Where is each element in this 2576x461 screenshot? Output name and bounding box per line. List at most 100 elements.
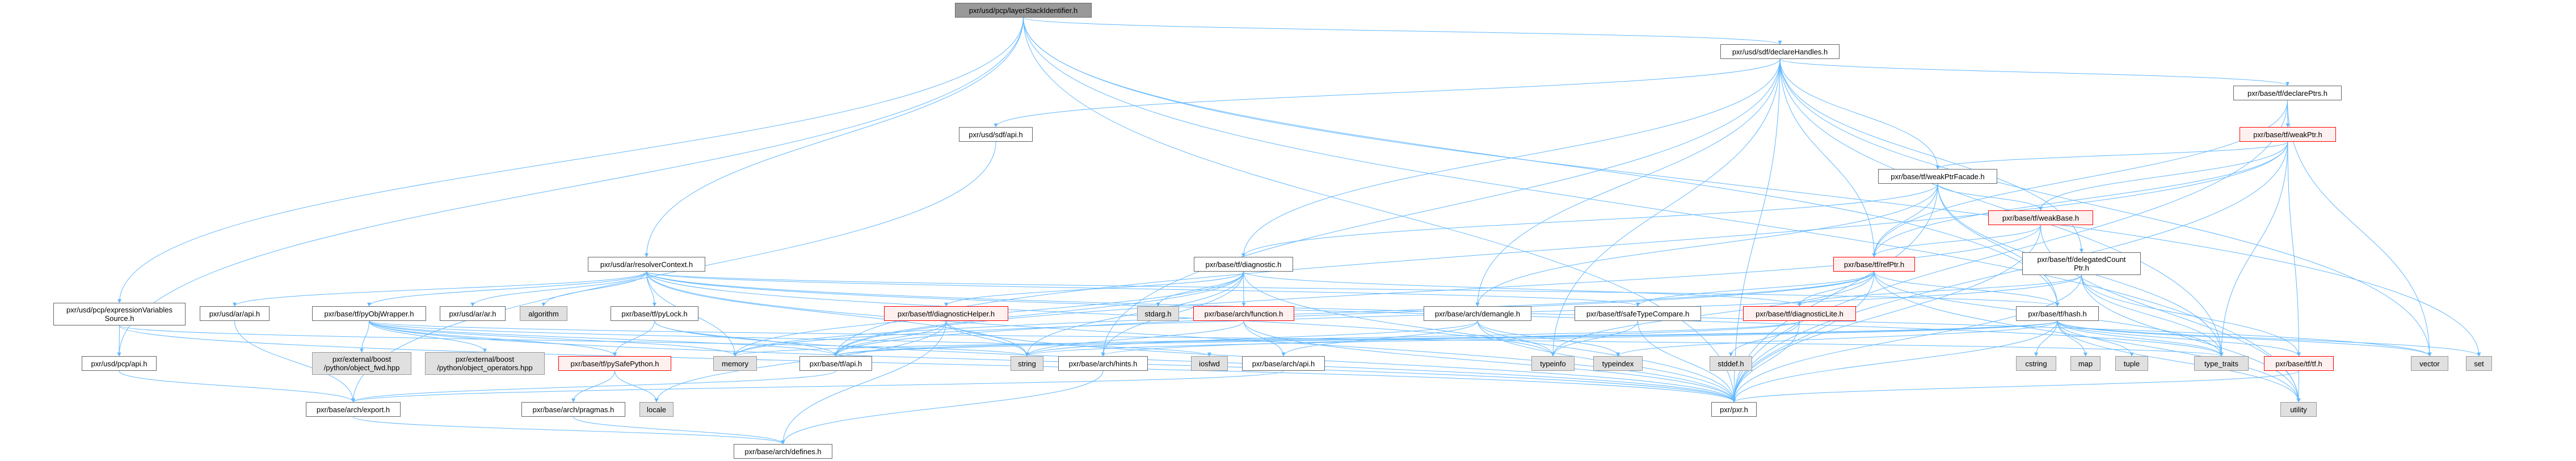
edge-weakBase-to-tfApi — [834, 225, 2041, 357]
graph-node-algorithm[interactable]: algorithm — [520, 306, 567, 321]
edge-hints-to-defines — [781, 370, 1104, 445]
edge-lsi-to-exprVars — [117, 17, 1024, 303]
edge-weakPtr-to-tfTf — [2287, 141, 2301, 357]
edge-diagLite-to-stddef — [1729, 320, 1800, 357]
graph-node-obj-fwd[interactable]: pxr/external/boost /python/object_fwd.hp… — [312, 352, 411, 375]
graph-node-obj-ops[interactable]: pxr/external/boost /python/object_operat… — [425, 352, 545, 375]
graph-node-ar-api[interactable]: pxr/usd/ar/api.h — [200, 306, 270, 321]
edge-hash-to-typeTraits — [2057, 320, 2224, 357]
edge-weakPtrFacade-to-weakBase — [1937, 183, 2043, 211]
edge-tfApi-to-export — [351, 370, 836, 403]
edge-pcpApi-to-export — [119, 370, 355, 403]
edge-weakPtrFacade-to-diagnostic — [1241, 183, 1938, 257]
edge-hash-to-utility — [2057, 320, 2301, 403]
edge-diagnostic-to-pxr — [1243, 271, 1736, 403]
graph-node-lsi[interactable]: pxr/usd/pcp/layerStackIdentifier.h — [955, 3, 1092, 18]
graph-node-delegated[interactable]: pxr/base/tf/delegatedCount Ptr.h — [2022, 252, 2141, 275]
graph-node-typeinfo[interactable]: typeinfo — [1531, 356, 1575, 371]
graph-node-sdf-api[interactable]: pxr/usd/sdf/api.h — [959, 127, 1033, 142]
edge-hash-to-cstring — [2034, 320, 2058, 357]
edge-arApi-to-export — [234, 320, 355, 403]
graph-node-cstring[interactable]: cstring — [2016, 356, 2056, 371]
graph-node-decl-ptrs[interactable]: pxr/base/tf/declarePtrs.h — [2233, 86, 2342, 100]
edge-weakPtr-to-typeTraits — [2219, 141, 2288, 357]
graph-node-tf-tf[interactable]: pxr/base/tf/tf.h — [2264, 356, 2334, 371]
graph-node-type-traits[interactable]: type_traits — [2194, 356, 2249, 371]
graph-node-set[interactable]: set — [2466, 356, 2492, 371]
graph-node-stdarg[interactable]: stdarg.h — [1137, 306, 1179, 321]
graph-node-arch-api[interactable]: pxr/base/arch/api.h — [1242, 356, 1325, 371]
graph-node-weak-ptr[interactable]: pxr/base/tf/weakPtr.h — [2240, 127, 2336, 142]
graph-node-utility[interactable]: utility — [2280, 402, 2317, 417]
edge-archApi-to-export — [351, 370, 1284, 403]
edge-pySafe-to-locale — [614, 370, 659, 403]
edge-pyLock-to-pySafe — [613, 320, 655, 357]
graph-node-expr-vars[interactable]: pxr/usd/pcp/expressionVariables Source.h — [53, 303, 186, 325]
edge-weakPtr-to-weakPtrFacade — [1935, 141, 2288, 170]
graph-node-pragmas[interactable]: pxr/base/arch/pragmas.h — [521, 402, 625, 417]
graph-node-string[interactable]: string — [1011, 356, 1043, 371]
graph-node-ref-ptr[interactable]: pxr/base/tf/refPtr.h — [1833, 257, 1915, 272]
graph-node-typeindex[interactable]: typeindex — [1593, 356, 1643, 371]
graph-node-memory[interactable]: memory — [713, 356, 757, 371]
edge-demangle-to-string — [1025, 320, 1478, 357]
edge-pyObjWrapper-to-typeTraits — [369, 320, 2223, 357]
graph-node-diagnostic[interactable]: pxr/base/tf/diagnostic.h — [1194, 257, 1293, 272]
edge-export-to-defines — [353, 416, 785, 445]
graph-node-py-obj-wrapper[interactable]: pxr/base/tf/pyObjWrapper.h — [312, 306, 426, 321]
edge-pyObjWrapper-to-objFwd — [360, 320, 369, 353]
graph-node-iosfwd[interactable]: iosfwd — [1191, 356, 1228, 371]
graph-node-function[interactable]: pxr/base/arch/function.h — [1193, 306, 1294, 321]
edge-hash-to-tuple — [2057, 320, 2134, 357]
graph-node-map[interactable]: map — [2070, 356, 2101, 371]
graph-node-stddef[interactable]: stddef.h — [1710, 356, 1752, 371]
graph-node-hash[interactable]: pxr/base/tf/hash.h — [2016, 306, 2099, 321]
graph-node-defines[interactable]: pxr/base/arch/defines.h — [734, 444, 832, 459]
edge-pyObjWrapper-to-pySafe — [369, 320, 617, 357]
edge-declHandles-to-sdfApi — [994, 58, 1781, 128]
edge-weakBase-to-refPtr — [1872, 225, 2041, 257]
edge-pyObjWrapper-to-objOps — [369, 320, 487, 353]
graph-node-ar-ar[interactable]: pxr/usd/ar/ar.h — [440, 306, 506, 321]
edge-diagnostic-to-stdarg — [1156, 271, 1244, 307]
graph-node-weak-ptr-facade[interactable]: pxr/base/tf/weakPtrFacade.h — [1878, 169, 1997, 184]
graph-node-pxr[interactable]: pxr/pxr.h — [1711, 402, 1757, 417]
edge-declHandles-to-vector — [1779, 58, 2432, 357]
edge-delegated-to-pxr — [1732, 274, 2082, 403]
graph-node-diag-helper[interactable]: pxr/base/tf/diagnosticHelper.h — [884, 306, 1008, 321]
edge-declHandles-to-typeinfo — [1551, 58, 1781, 357]
edge-pyObjWrapper-to-pxr — [369, 320, 1736, 403]
graph-node-py-safe[interactable]: pxr/base/tf/pySafePython.h — [558, 356, 671, 371]
edge-diagLite-to-pxr — [1732, 320, 1800, 403]
edge-diagnostic-to-string — [1025, 271, 1244, 357]
graph-node-weak-base[interactable]: pxr/base/tf/weakBase.h — [1988, 210, 2093, 225]
edge-declHandles-to-pxr — [1732, 58, 1781, 403]
graph-node-decl-handles[interactable]: pxr/usd/sdf/declareHandles.h — [1720, 44, 1840, 59]
graph-node-diag-lite[interactable]: pxr/base/tf/diagnosticLite.h — [1743, 306, 1856, 321]
graph-node-vector[interactable]: vector — [2411, 356, 2448, 371]
edge-hash-to-pxr — [1732, 320, 2058, 403]
graph-node-safe-type[interactable]: pxr/base/tf/safeTypeCompare.h — [1575, 306, 1701, 321]
edge-lsi-to-utility — [1023, 17, 2301, 403]
edge-resolverCtx-to-vector — [646, 271, 2432, 357]
graph-node-tf-api[interactable]: pxr/base/tf/api.h — [799, 356, 872, 371]
edge-lsi-to-pcpApi — [117, 17, 1024, 357]
graph-node-demangle[interactable]: pxr/base/arch/demangle.h — [1424, 306, 1531, 321]
edge-diagLite-to-tfApi — [834, 320, 1800, 357]
edge-function-to-string — [1025, 320, 1244, 357]
graph-node-hints[interactable]: pxr/base/arch/hints.h — [1058, 356, 1148, 371]
graph-node-locale[interactable]: locale — [639, 402, 674, 417]
edge-pyObjWrapper-to-iosfwd — [369, 320, 1211, 357]
graph-node-resolver-ctx[interactable]: pxr/usd/ar/resolverContext.h — [588, 257, 705, 272]
edge-resolverCtx-to-pyObjWrapper — [367, 271, 647, 307]
graph-node-py-lock[interactable]: pxr/base/tf/pyLock.h — [611, 306, 698, 321]
edge-pragmas-to-defines — [573, 416, 785, 445]
edge-hash-to-string — [1025, 320, 2058, 357]
graph-node-tuple[interactable]: tuple — [2115, 356, 2148, 371]
graph-node-pcp-api[interactable]: pxr/usd/pcp/api.h — [82, 356, 157, 371]
graph-node-export[interactable]: pxr/base/arch/export.h — [306, 402, 401, 417]
edge-delegated-to-typeTraits — [2081, 274, 2224, 357]
edge-delegated-to-memory — [733, 274, 2082, 357]
